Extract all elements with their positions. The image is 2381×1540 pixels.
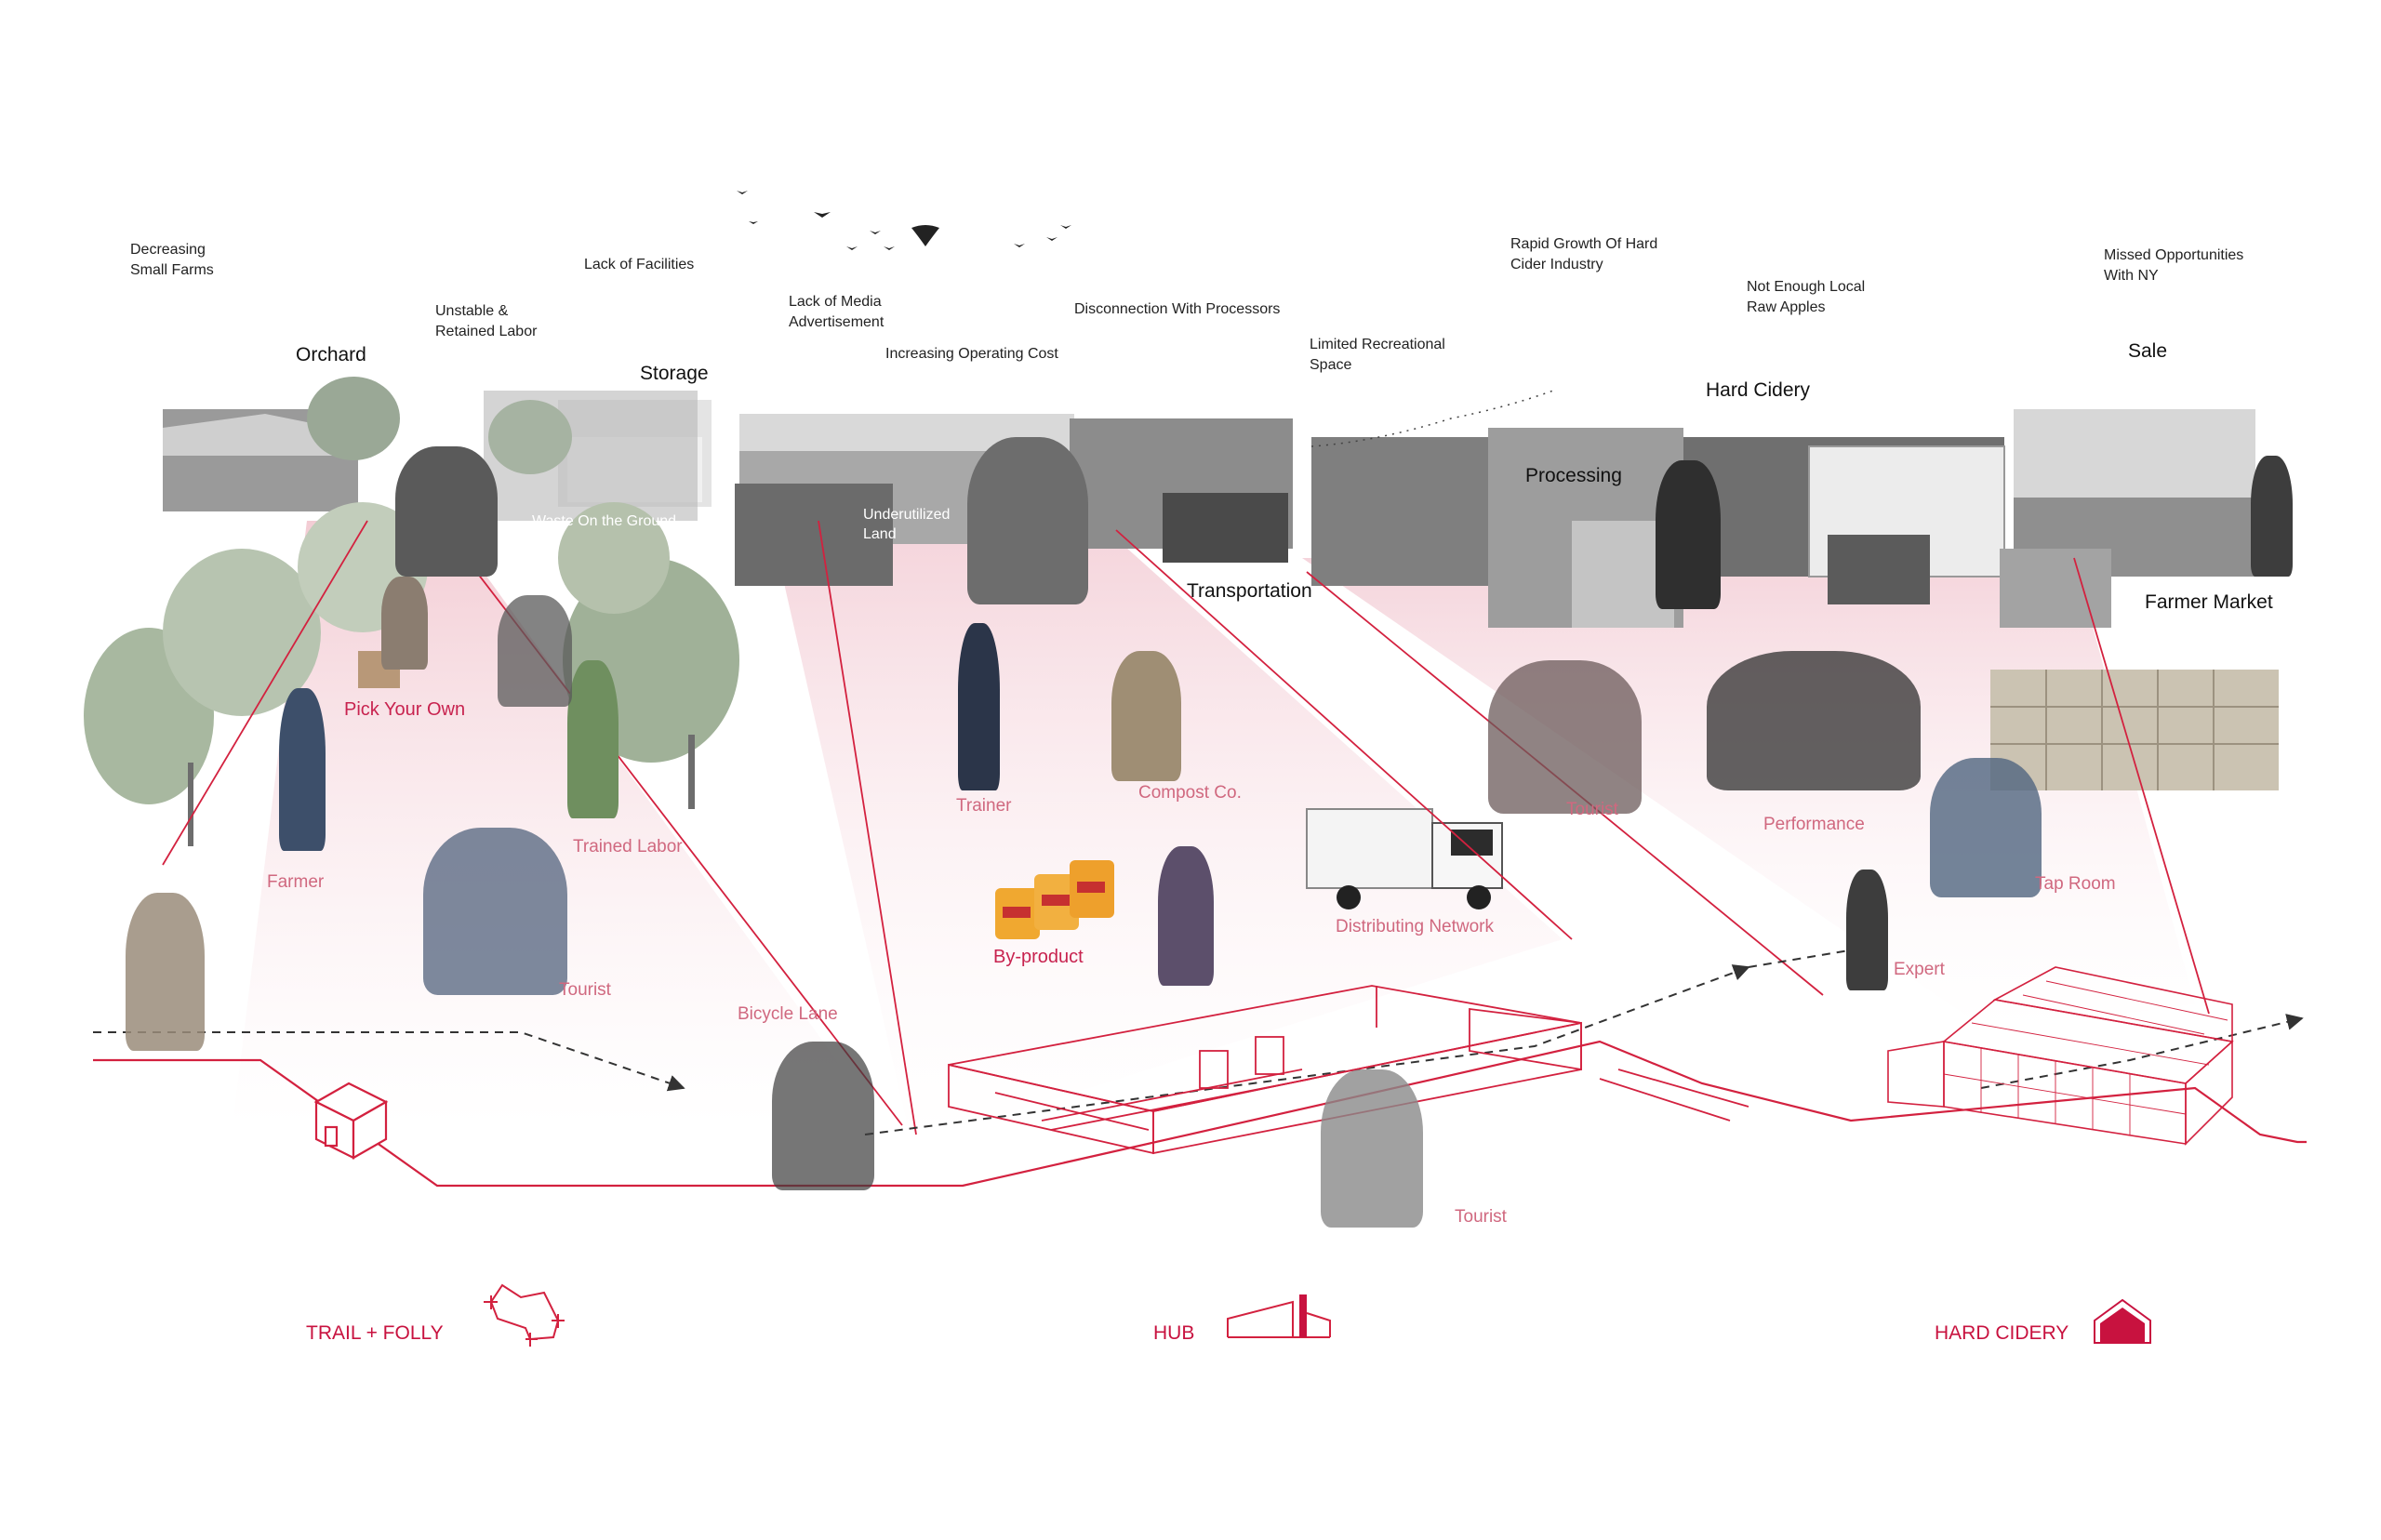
legend-trail-folly: TRAIL + FOLLY (306, 1322, 444, 1344)
stage-orchard: Orchard (296, 344, 366, 365)
produce-photo (2000, 549, 2111, 628)
issue-increasing-cost: Increasing Operating Cost (885, 346, 1058, 362)
label-underutilized: Underutilized Land (863, 507, 951, 542)
photo-strip (163, 391, 2255, 628)
label-compost: Compost Co. (1138, 783, 1242, 803)
label-performance: Performance (1763, 815, 1865, 834)
band-figures (1707, 651, 1921, 790)
worker-with-crate (967, 437, 1088, 604)
circulation-path-2 (864, 964, 1750, 1135)
label-waste: Waste On the Ground (532, 513, 677, 529)
label-farmer: Farmer (267, 872, 325, 892)
circulation-path (93, 1031, 685, 1092)
label-expert: Expert (1894, 960, 1945, 979)
tourist-couple-left (126, 893, 205, 1051)
truck-photo (1163, 493, 1288, 563)
trainer-figure (958, 623, 1000, 790)
label-tourist-2: Tourist (1566, 800, 1618, 819)
label-pick-your-own: Pick Your Own (344, 699, 466, 720)
hard-cidery-icon (2094, 1298, 2151, 1344)
issue-limited-rec: Limited Recreational Space (1310, 337, 1445, 373)
processing-person (1656, 460, 1721, 609)
tap-room-figures (1930, 758, 2042, 897)
legend-hub: HUB (1153, 1322, 1195, 1344)
issue-rapid-growth: Rapid Growth Of Hard Cider Industry (1510, 236, 1658, 272)
trained-labor-figure (567, 660, 619, 818)
stage-sale: Sale (2128, 340, 2168, 362)
walking-couple (498, 595, 572, 707)
label-tourist-1: Tourist (559, 980, 611, 1000)
label-trainer: Trainer (956, 796, 1012, 816)
circulation-path-3 (1748, 948, 1861, 968)
label-distributing: Distributing Network (1336, 917, 1494, 936)
string-lights (1310, 390, 1554, 447)
distribution-truck (1306, 808, 1503, 909)
label-trained-labor: Trained Labor (573, 837, 683, 856)
byproduct-jugs (995, 860, 1114, 939)
cidery-building (1887, 966, 2234, 1146)
orchard-worker-top (395, 446, 498, 577)
label-tap-room: Tap Room (2035, 874, 2116, 894)
tourist-elderly-couple (1321, 1069, 1423, 1228)
farmer-figure (279, 688, 326, 851)
byproduct-worker (1158, 846, 1214, 986)
stage-processing: Processing (1525, 465, 1622, 486)
label-tourist-3: Tourist (1455, 1207, 1507, 1227)
boxes-photo (1828, 535, 1930, 604)
expert-figure (1846, 870, 1888, 990)
barrels (1990, 670, 2279, 790)
birds (737, 191, 1071, 250)
issue-lack-media: Lack of Media Advertisement (789, 294, 885, 330)
issue-decreasing-small-farms: Decreasing Small Farms (130, 242, 214, 278)
circulation-path-4 (1980, 1014, 2304, 1089)
issue-not-enough-apples: Not Enough Local Raw Apples (1747, 279, 1866, 315)
tourist-group (1488, 660, 1642, 814)
picker-figure (381, 577, 428, 670)
issue-missed-opps: Missed Opportunities With NY (2104, 247, 2244, 284)
issue-unstable-labor: Unstable & Retained Labor (435, 303, 538, 339)
issue-disconnection: Disconnection With Processors (1074, 301, 1281, 317)
folly-box (313, 1082, 389, 1160)
stage-storage: Storage (640, 363, 709, 384)
sign-photo (735, 484, 893, 586)
legend-hard-cidery: HARD CIDERY (1935, 1322, 2069, 1344)
hub-icon (1227, 1294, 1331, 1338)
issue-lack-facilities: Lack of Facilities (584, 257, 695, 272)
stage-transportation: Transportation (1187, 580, 1312, 602)
cyclist-figure (772, 1042, 874, 1190)
trail-folly-icon (484, 1283, 565, 1347)
stage-hard-cidery: Hard Cidery (1706, 379, 1811, 401)
hub-building (948, 985, 1749, 1155)
tourist-mother-child (423, 828, 567, 995)
compost-figure (1111, 651, 1181, 781)
label-bicycle-lane: Bicycle Lane (738, 1004, 838, 1024)
stage-farmer-market: Farmer Market (2145, 591, 2273, 613)
label-byproduct: By-product (993, 947, 1084, 967)
sale-person (2251, 456, 2293, 577)
